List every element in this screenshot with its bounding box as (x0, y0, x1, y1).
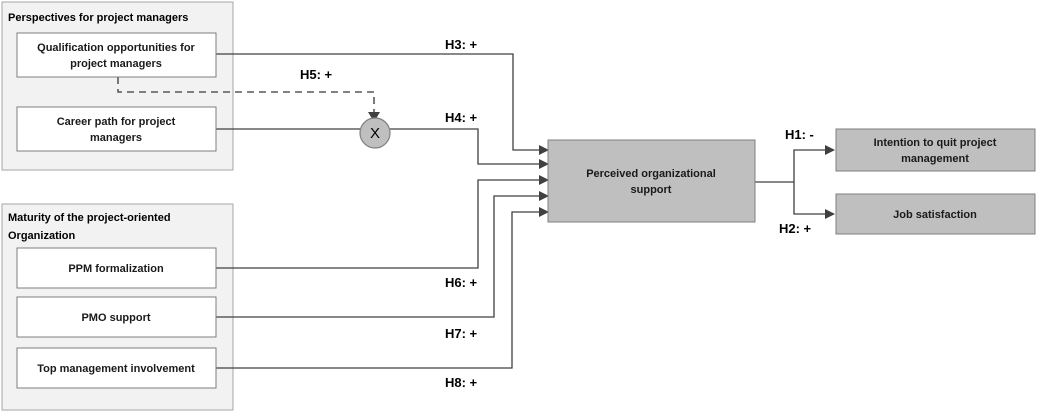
moderator-circle (359, 117, 391, 149)
hypothesis-h2: H2: + (779, 221, 812, 236)
box-career-line2: managers (90, 132, 142, 144)
edge-h5-arrowhead (368, 112, 380, 122)
box-perceived-support-line1: Perceived organizational (586, 168, 716, 180)
hypothesis-h6: H6: + (445, 275, 478, 290)
edge-h2 (793, 182, 835, 219)
edge-h4 (390, 128, 549, 169)
hypothesis-h7: H7: + (445, 326, 478, 341)
box-intention-line1: Intention to quit project (874, 137, 997, 149)
box-pmo (16, 296, 217, 338)
edge-h3 (216, 53, 549, 155)
box-career (16, 106, 217, 152)
box-qualification (16, 32, 217, 78)
box-qualification-line1: Qualification opportunities for (37, 42, 195, 54)
edge-h8 (216, 207, 549, 369)
box-pmo-label: PMO support (81, 312, 150, 324)
hypothesis-h3: H3: + (445, 37, 478, 52)
hypothesis-h5: H5: + (300, 67, 333, 82)
box-perceived-support (547, 139, 756, 223)
group-perspectives-title: Perspectives for project managers (8, 12, 188, 24)
group-maturity-title-line2: Organization (8, 230, 76, 242)
box-top-management (16, 347, 217, 389)
box-perceived-support-line2: support (631, 184, 672, 196)
box-job-satisfaction (835, 193, 1036, 235)
hypothesis-h1: H1: - (785, 127, 814, 142)
edge-h5-dashed (117, 77, 375, 112)
box-top-management-label: Top management involvement (37, 363, 195, 375)
edge-h1 (793, 145, 835, 182)
moderator-symbol: X (370, 125, 380, 142)
hypothesis-h8: H8: + (445, 375, 478, 390)
group-maturity-title-line1: Maturity of the project-oriented (8, 212, 171, 224)
box-career-line1: Career path for project (57, 116, 176, 128)
box-intention-to-quit (835, 128, 1036, 172)
box-intention-line2: management (901, 153, 969, 165)
box-ppm-label: PPM formalization (68, 263, 164, 275)
edge-h7 (216, 191, 549, 318)
box-ppm (16, 247, 217, 289)
box-qualification-line2: project managers (70, 58, 162, 70)
edge-h6 (216, 175, 549, 269)
hypothesis-h4: H4: + (445, 110, 478, 125)
box-job-satisfaction-label: Job satisfaction (893, 209, 977, 221)
